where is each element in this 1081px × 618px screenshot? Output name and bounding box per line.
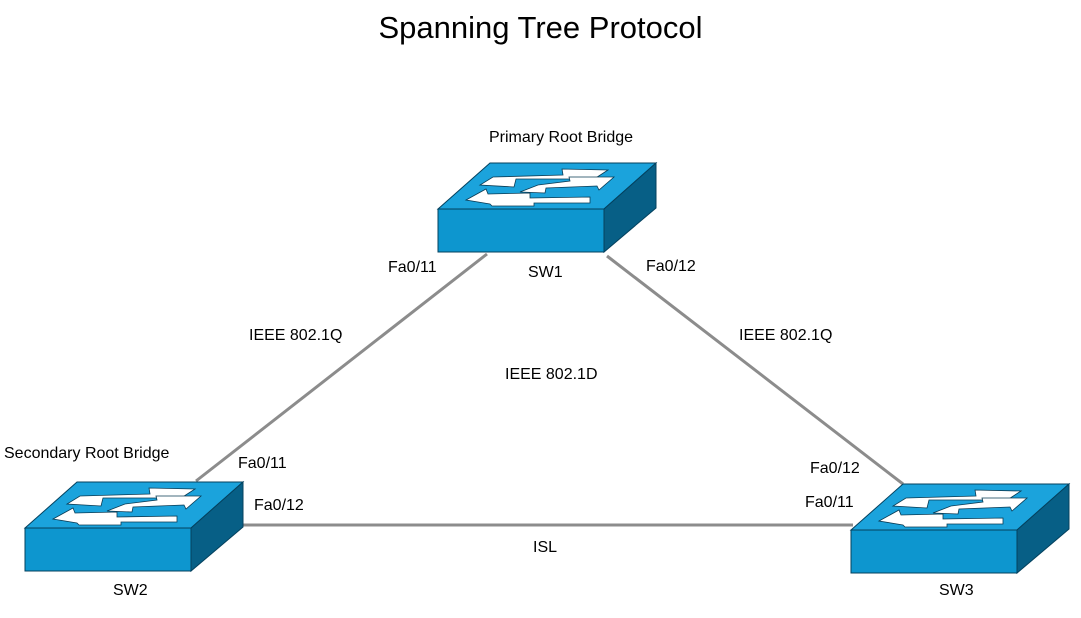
port-sw2-fa012: Fa0/12 [254, 497, 304, 514]
switch-sw2-icon [24, 481, 244, 572]
switch-sw1-icon [437, 162, 657, 253]
diagram-title: Spanning Tree Protocol [378, 10, 703, 45]
sw1-name-label: SW1 [528, 264, 563, 281]
port-sw1-fa012: Fa0/12 [646, 258, 696, 275]
port-sw3-fa012: Fa0/12 [810, 460, 860, 477]
sw2-name-label: SW2 [113, 582, 148, 599]
link-sw1-sw3 [606, 254, 904, 486]
sw1-role-label: Primary Root Bridge [489, 129, 634, 146]
port-sw3-fa011: Fa0/11 [805, 494, 854, 511]
port-sw1-fa011: Fa0/11 [388, 259, 437, 276]
link-sw2-sw3-protocol: ISL [533, 539, 558, 556]
port-sw2-fa011: Fa0/11 [238, 455, 287, 472]
link-sw1-sw2-protocol: IEEE 802.1Q [249, 327, 343, 344]
switch-sw3-icon [850, 483, 1070, 574]
link-sw1-sw2 [195, 252, 488, 483]
sw2-role-label: Secondary Root Bridge [4, 445, 170, 462]
link-sw1-sw3-protocol: IEEE 802.1Q [739, 327, 833, 344]
sw3-name-label: SW3 [939, 582, 974, 599]
center-protocol-label: IEEE 802.1D [505, 366, 598, 383]
